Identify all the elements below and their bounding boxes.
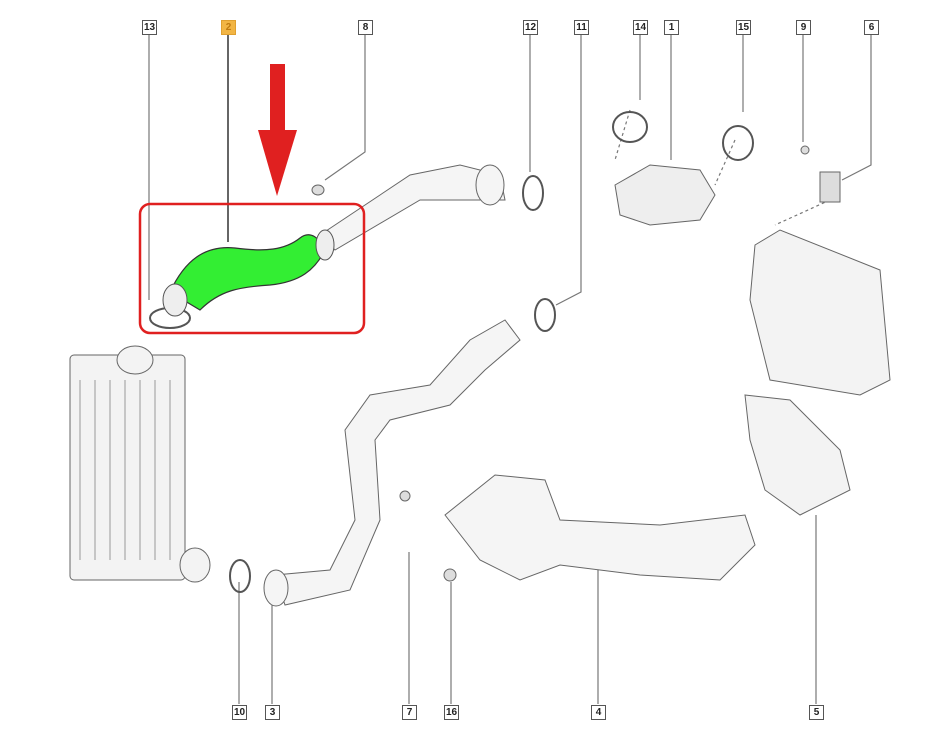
part-label-5[interactable]: 5 [809,705,824,720]
part-label-7[interactable]: 7 [402,705,417,720]
part-label-13[interactable]: 13 [142,20,157,35]
part-label-6[interactable]: 6 [864,20,879,35]
part-label-11[interactable]: 11 [574,20,589,35]
part-label-15[interactable]: 15 [736,20,751,35]
part-label-14[interactable]: 14 [633,20,648,35]
upper-air-pipe [311,164,506,251]
part-label-9[interactable]: 9 [796,20,811,35]
lower-air-pipe [263,319,521,607]
air-box [744,229,891,516]
air-inlet-hose [614,164,716,226]
part-label-2-highlighted[interactable]: 2 [221,20,236,35]
intake-duct [444,474,756,581]
down-arrow-indicator [258,64,297,196]
part-label-12[interactable]: 12 [523,20,538,35]
part-label-8[interactable]: 8 [358,20,373,35]
part-label-10[interactable]: 10 [232,705,247,720]
highlighted-hose-part-2 [169,234,326,311]
fasteners [399,145,841,582]
leader-lines [148,35,872,704]
intercooler [69,345,211,583]
part-label-16[interactable]: 16 [444,705,459,720]
highlight-frame [138,202,366,335]
part-label-1[interactable]: 1 [664,20,679,35]
part-label-3[interactable]: 3 [265,705,280,720]
part-label-4[interactable]: 4 [591,705,606,720]
